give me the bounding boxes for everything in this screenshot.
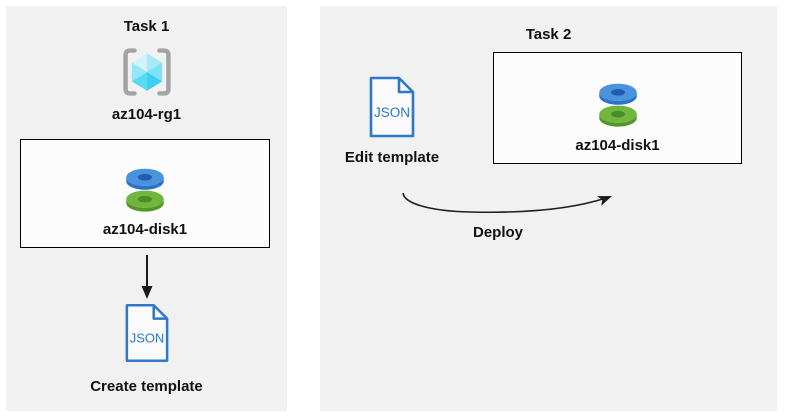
curved-arrow-icon (390, 185, 625, 230)
task2-disk-box: az104-disk1 (493, 52, 742, 164)
managed-disk-icon (593, 81, 643, 127)
task1-title: Task 1 (123, 18, 170, 35)
resource-group-icon (120, 47, 174, 97)
json-file-icon: JSON (368, 75, 416, 139)
json-file-icon-text: JSON (129, 331, 163, 346)
task2-panel: Task 2 JSON Edit template (320, 6, 777, 411)
resource-group-label: az104-rg1 (111, 106, 182, 123)
managed-disk-icon (120, 166, 170, 212)
json-file-icon: JSON (124, 302, 170, 364)
edit-template-label: Edit template (344, 149, 440, 166)
json-file-icon-text: JSON (374, 105, 410, 120)
task2-title: Task 2 (525, 26, 572, 43)
deploy-label: Deploy (472, 224, 523, 241)
down-arrow-icon (140, 255, 154, 299)
create-template-label: Create template (90, 378, 203, 395)
task1-disk-box: az104-disk1 (20, 139, 270, 248)
task1-panel: Task 1 az104-rg1 (6, 6, 287, 411)
disk-label: az104-disk1 (102, 221, 188, 238)
disk-label: az104-disk1 (575, 137, 660, 154)
